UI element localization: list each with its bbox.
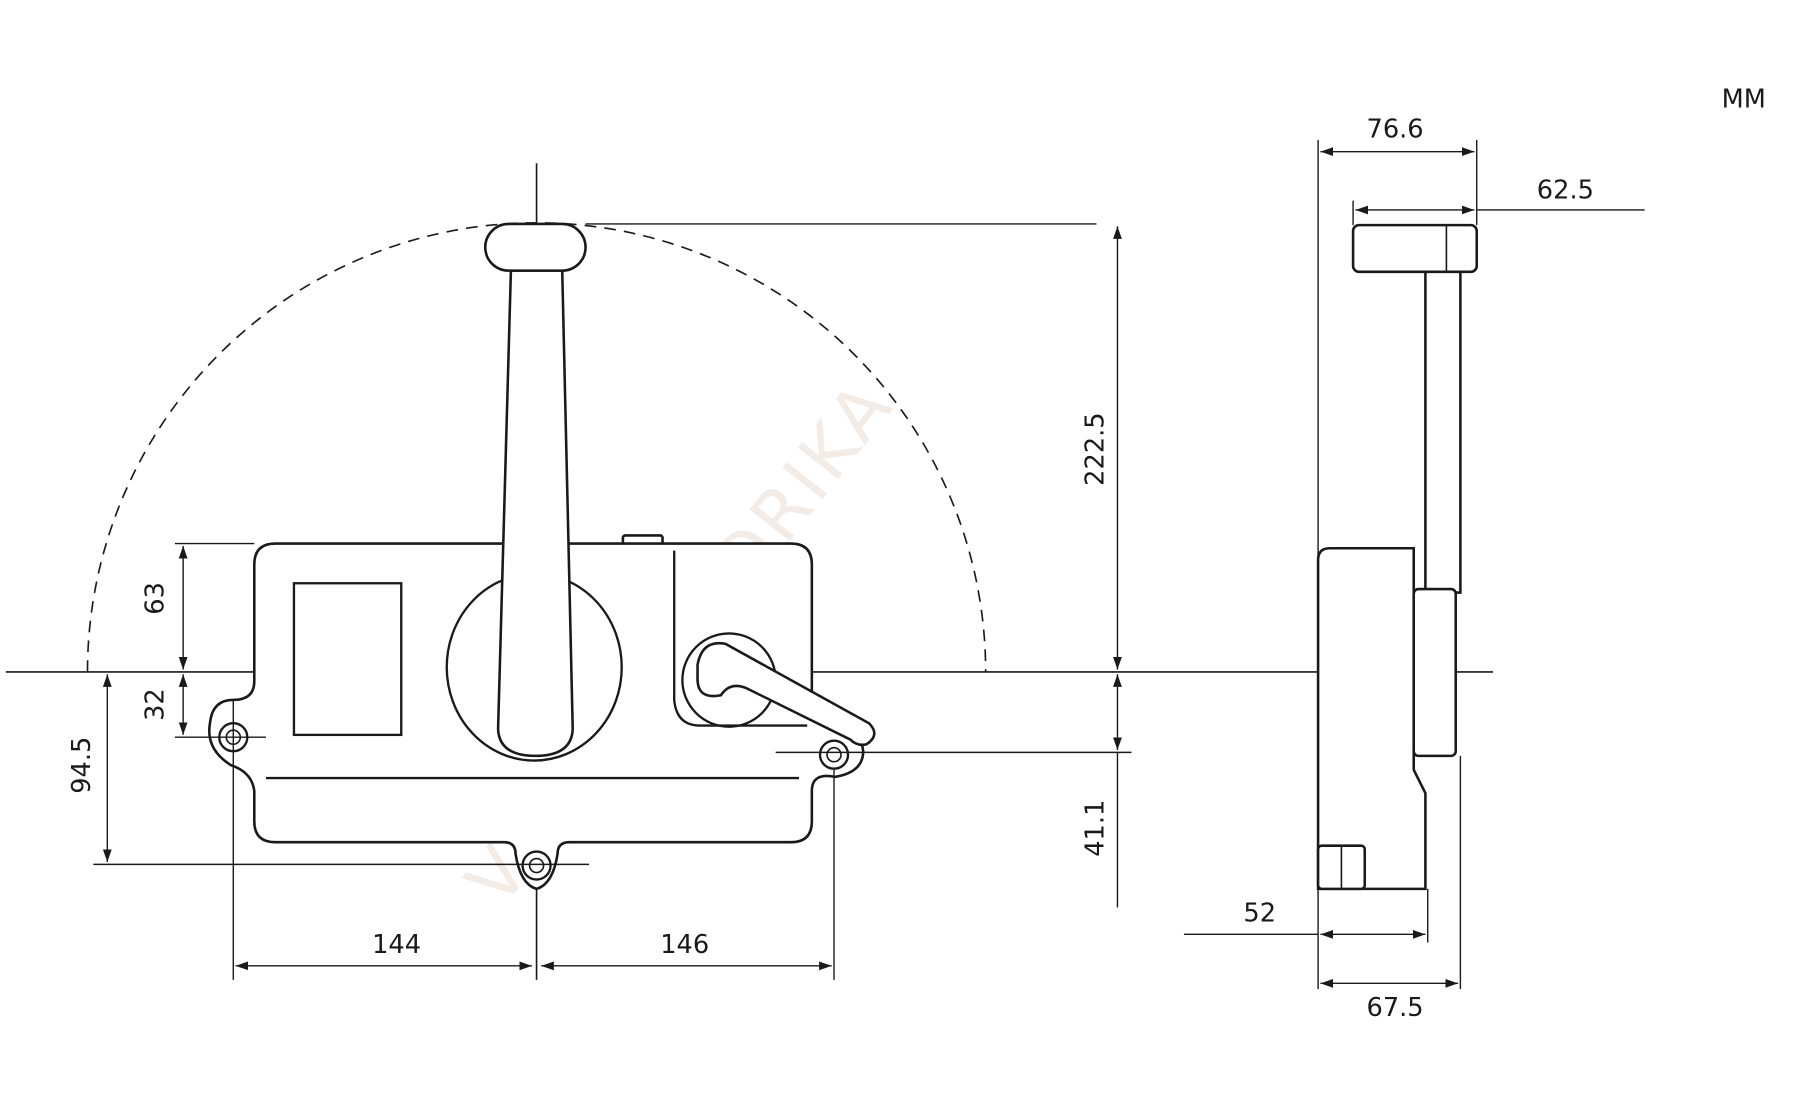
- mount-hole-right: [818, 739, 850, 770]
- side-view: [1316, 223, 1479, 891]
- side-knob: [1351, 223, 1479, 274]
- mount-hole-bottom: [521, 850, 552, 881]
- dim-label-76-6: 76.6: [1367, 115, 1424, 145]
- throttle-lever-small: [696, 641, 876, 747]
- window-cutout: [292, 582, 403, 737]
- dim-label-62-5: 62.5: [1537, 175, 1594, 205]
- main-lever: [483, 222, 587, 758]
- dim-label-144: 144: [372, 930, 421, 960]
- units-label: MM: [1722, 84, 1766, 114]
- dim-label-63: 63: [140, 582, 170, 615]
- dim-label-52: 52: [1243, 899, 1276, 929]
- dim-label-222-5: 222.5: [1080, 412, 1110, 485]
- lever-knob: [483, 222, 587, 272]
- dim-label-41-1: 41.1: [1080, 800, 1110, 857]
- dim-label-67-5: 67.5: [1367, 993, 1424, 1023]
- dim-label-94-5: 94.5: [67, 737, 97, 794]
- dim-label-146: 146: [660, 930, 709, 960]
- dim-label-32: 32: [140, 688, 170, 721]
- dimension-lines: [93, 139, 1645, 990]
